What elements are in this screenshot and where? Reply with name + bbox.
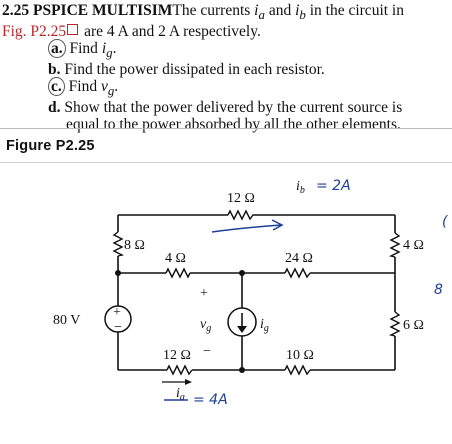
external-link-icon[interactable] <box>67 24 79 36</box>
label-80v: 80 V <box>53 313 80 328</box>
label-4-mid: 4 Ω <box>165 251 186 266</box>
figure-label: Figure P2.25 <box>6 138 95 154</box>
label-vg-minus: − <box>203 344 211 359</box>
problem-number: 2.25 <box>2 2 30 19</box>
part-c: c. Find vg. <box>2 77 450 99</box>
section-divider <box>0 128 452 129</box>
part-d-continued: equal to the power absorbed by all the o… <box>66 116 401 134</box>
part-a-label: a. <box>48 39 66 59</box>
intro-text-b: and <box>264 2 296 19</box>
intro-text-a: The currents <box>172 2 255 19</box>
junction-dots <box>115 270 245 373</box>
label-ia: ia <box>176 386 185 403</box>
current-ib: ib <box>295 2 306 23</box>
var-ig: ig <box>101 40 113 61</box>
part-b-label: b. <box>48 61 61 79</box>
resistor-12-bottom <box>166 364 193 376</box>
part-d: d. Show that the power delivered by the … <box>48 99 403 117</box>
part-c-label: c. <box>48 77 65 97</box>
resistor-12-top <box>227 209 255 221</box>
resistor-4-mid <box>165 267 191 279</box>
resistor-8 <box>112 231 125 257</box>
label-24: 24 Ω <box>285 251 313 266</box>
var-vg: vg <box>100 78 115 99</box>
problem-header: 2.25 PSPICE MULTISIMThe currents ia and … <box>2 2 450 23</box>
label-12-top: 12 Ω <box>227 191 255 206</box>
current-source <box>227 307 257 337</box>
label-6: 6 Ω <box>403 318 424 333</box>
ia-arrow <box>162 379 192 385</box>
intro-text-c: in the circuit in <box>305 2 404 19</box>
problem-statement: 2.25 PSPICE MULTISIMThe currents ia and … <box>2 2 450 133</box>
label-8: 8 Ω <box>124 238 145 253</box>
handwritten-ib-arrow <box>211 219 284 233</box>
figure-divider <box>0 162 452 163</box>
label-12-bottom: 12 Ω <box>163 348 191 363</box>
label-ib: ib <box>296 179 305 196</box>
label-vg-plus: + <box>200 286 208 301</box>
part-a: a. Find ig. <box>2 39 450 61</box>
resistor-6 <box>388 311 401 337</box>
handwritten-margin-8: 8 <box>434 282 443 298</box>
resistor-4-right <box>388 232 401 258</box>
handwritten-ia-value: = 4A <box>193 392 228 408</box>
source-minus: − <box>114 320 122 335</box>
part-d-label: d. <box>48 99 61 117</box>
resistor-10 <box>284 364 311 376</box>
label-vg: vg <box>200 317 211 334</box>
current-ia: ia <box>254 2 265 23</box>
handwritten-margin-paren: ( <box>442 214 448 230</box>
label-10: 10 Ω <box>286 348 314 363</box>
resistor-24 <box>284 267 311 279</box>
problem-line-2: Fig. P2.25 are 4 A and 2 A respectively. <box>2 23 450 40</box>
figure-reference-link[interactable]: Fig. P2.25 <box>2 23 67 41</box>
source-plus: + <box>113 305 121 320</box>
label-4-right: 4 Ω <box>403 238 424 253</box>
handwritten-ib-value: = 2A <box>316 178 351 194</box>
intro-text-d: are 4 A and 2 A respectively. <box>80 23 261 41</box>
problem-tags: PSPICE MULTISIM <box>33 2 173 19</box>
label-ig: ig <box>260 317 269 334</box>
circuit-wires <box>117 214 396 371</box>
part-b: b. Find the power dissipated in each res… <box>48 61 325 79</box>
circuit-diagram: + − 12 Ω 8 Ω 4 Ω 24 Ω 4 Ω 6 Ω 12 Ω 10 Ω … <box>53 178 448 408</box>
voltage-source: + − <box>104 305 132 335</box>
